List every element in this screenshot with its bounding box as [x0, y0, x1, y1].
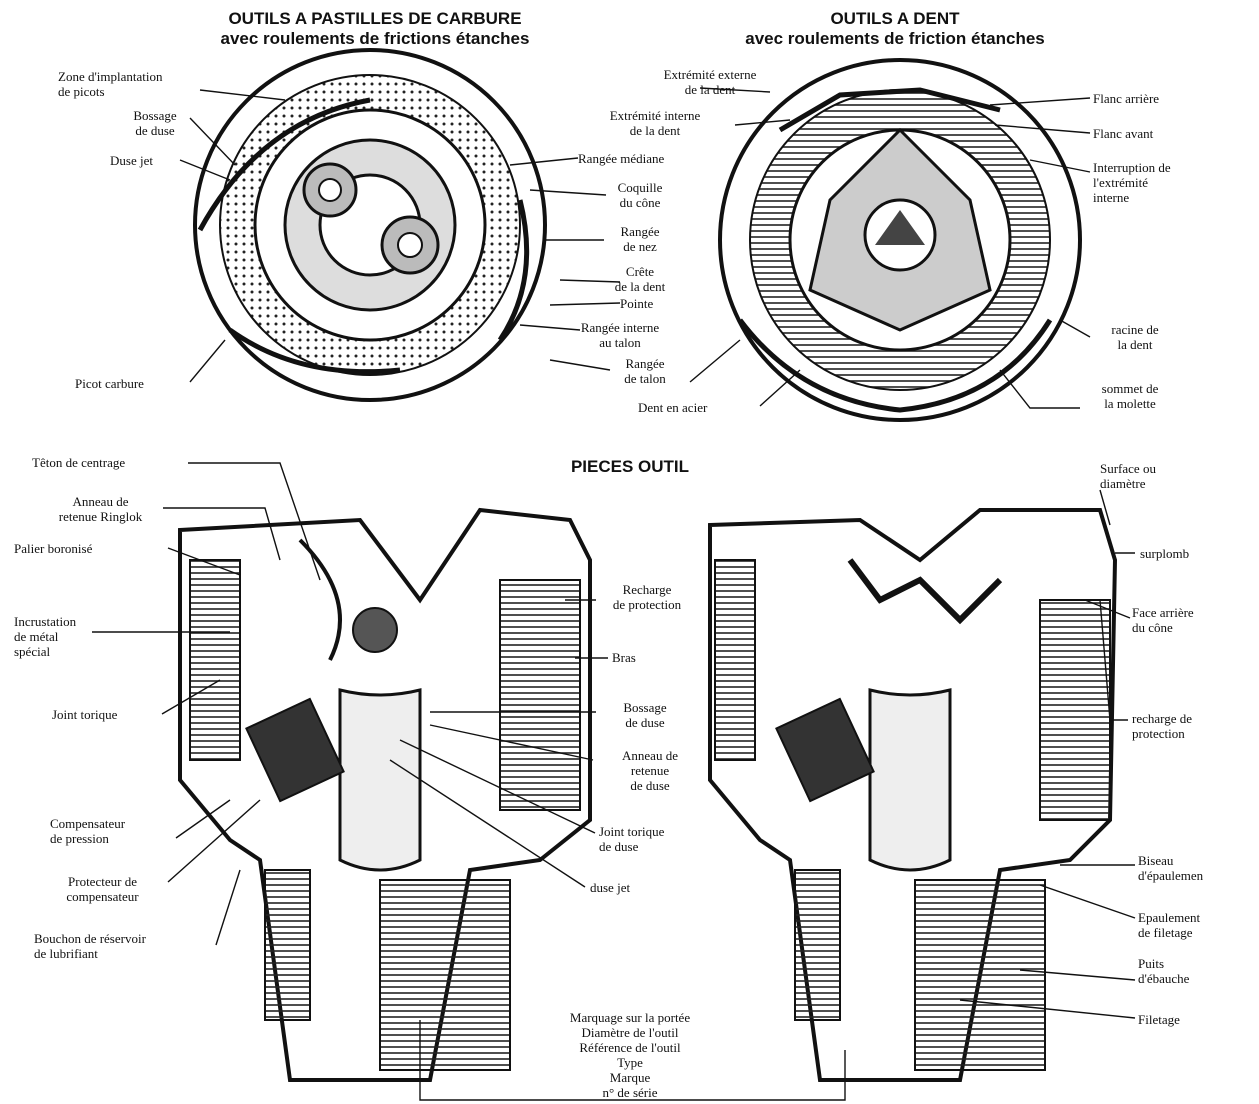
label-epaulement: Epaulement de filetage [1138, 910, 1200, 940]
label-extremite-interne: Extrémité interne de la dent [580, 108, 730, 138]
label-filetage: Filetage [1138, 1012, 1180, 1027]
label-bouchon: Bouchon de réservoir de lubrifiant [34, 931, 146, 961]
label-bras: Bras [612, 650, 636, 665]
label-duse-jet-mid: duse jet [590, 880, 630, 895]
label-crete-dent: Crête de la dent [600, 264, 680, 294]
label-protecteur: Protecteur de compensateur [40, 874, 165, 904]
label-surface-diametre: Surface ou diamètre [1100, 461, 1156, 491]
label-rangee-interne-talon: Rangée interne au talon [565, 320, 675, 350]
label-picot-carbure: Picot carbure [75, 376, 144, 391]
label-surplomb: surplomb [1140, 546, 1189, 561]
label-incrustation: Incrustation de métal spécial [14, 614, 76, 659]
title-tooth-line2: avec roulements de friction étanches [680, 29, 1110, 49]
label-compensateur: Compensateur de pression [50, 816, 125, 846]
label-recharge-protection-mid: Recharge de protection [592, 582, 702, 612]
label-dent-acier: Dent en acier [638, 400, 707, 415]
title-bit-parts: PIECES OUTIL [540, 457, 720, 477]
label-pointe: Pointe [620, 296, 653, 311]
title-tooth-bits: OUTILS A DENT avec roulements de frictio… [680, 9, 1110, 49]
title-carbide-line1: OUTILS A PASTILLES DE CARBURE [140, 9, 610, 29]
label-duse-jet-top: Duse jet [110, 153, 153, 168]
label-palier-boronise: Palier boronisé [14, 541, 92, 556]
label-bossage-duse-top: Bossage de duse [110, 108, 200, 138]
label-bossage-duse-mid: Bossage de duse [605, 700, 685, 730]
label-extremite-externe: Extrémité externe de la dent [645, 67, 775, 97]
label-biseau: Biseau d'épaulemen [1138, 853, 1203, 883]
label-rangee-nez: Rangée de nez [600, 224, 680, 254]
label-rangee-mediane: Rangée médiane [578, 151, 664, 166]
bit-parts-left-illustration [180, 510, 590, 1080]
label-anneau-ringlok: Anneau de retenue Ringlok [38, 494, 163, 524]
label-anneau-retenue-duse: Anneau de retenue de duse [605, 748, 695, 793]
label-interruption: Interruption de l'extrémité interne [1093, 160, 1171, 205]
label-joint-torique: Joint torique [52, 707, 117, 722]
label-flanc-avant: Flanc avant [1093, 126, 1153, 141]
label-rangee-talon: Rangée de talon [605, 356, 685, 386]
carbide-bit-illustration [195, 50, 545, 400]
label-flanc-arriere: Flanc arrière [1093, 91, 1159, 106]
label-teton-centrage: Têton de centrage [32, 455, 125, 470]
label-sommet-molette: sommet de la molette [1080, 381, 1180, 411]
label-puits: Puits d'ébauche [1138, 956, 1189, 986]
label-marquage: Marquage sur la portée Diamètre de l'out… [510, 1010, 750, 1100]
label-joint-torique-duse: Joint torique de duse [599, 824, 664, 854]
title-carbide-line2: avec roulements de frictions étanches [140, 29, 610, 49]
label-racine-dent: racine de la dent [1090, 322, 1180, 352]
label-face-arriere-cone: Face arrière du cône [1132, 605, 1194, 635]
title-carbide-bits: OUTILS A PASTILLES DE CARBURE avec roule… [140, 9, 610, 49]
label-recharge-protection-right: recharge de protection [1132, 711, 1192, 741]
title-tooth-line1: OUTILS A DENT [680, 9, 1110, 29]
label-zone-implantation: Zone d'implantation de picots [58, 69, 163, 99]
label-coquille-cone: Coquille du cône [600, 180, 680, 210]
tooth-bit-illustration [720, 60, 1080, 420]
bit-parts-right-illustration [710, 510, 1115, 1080]
